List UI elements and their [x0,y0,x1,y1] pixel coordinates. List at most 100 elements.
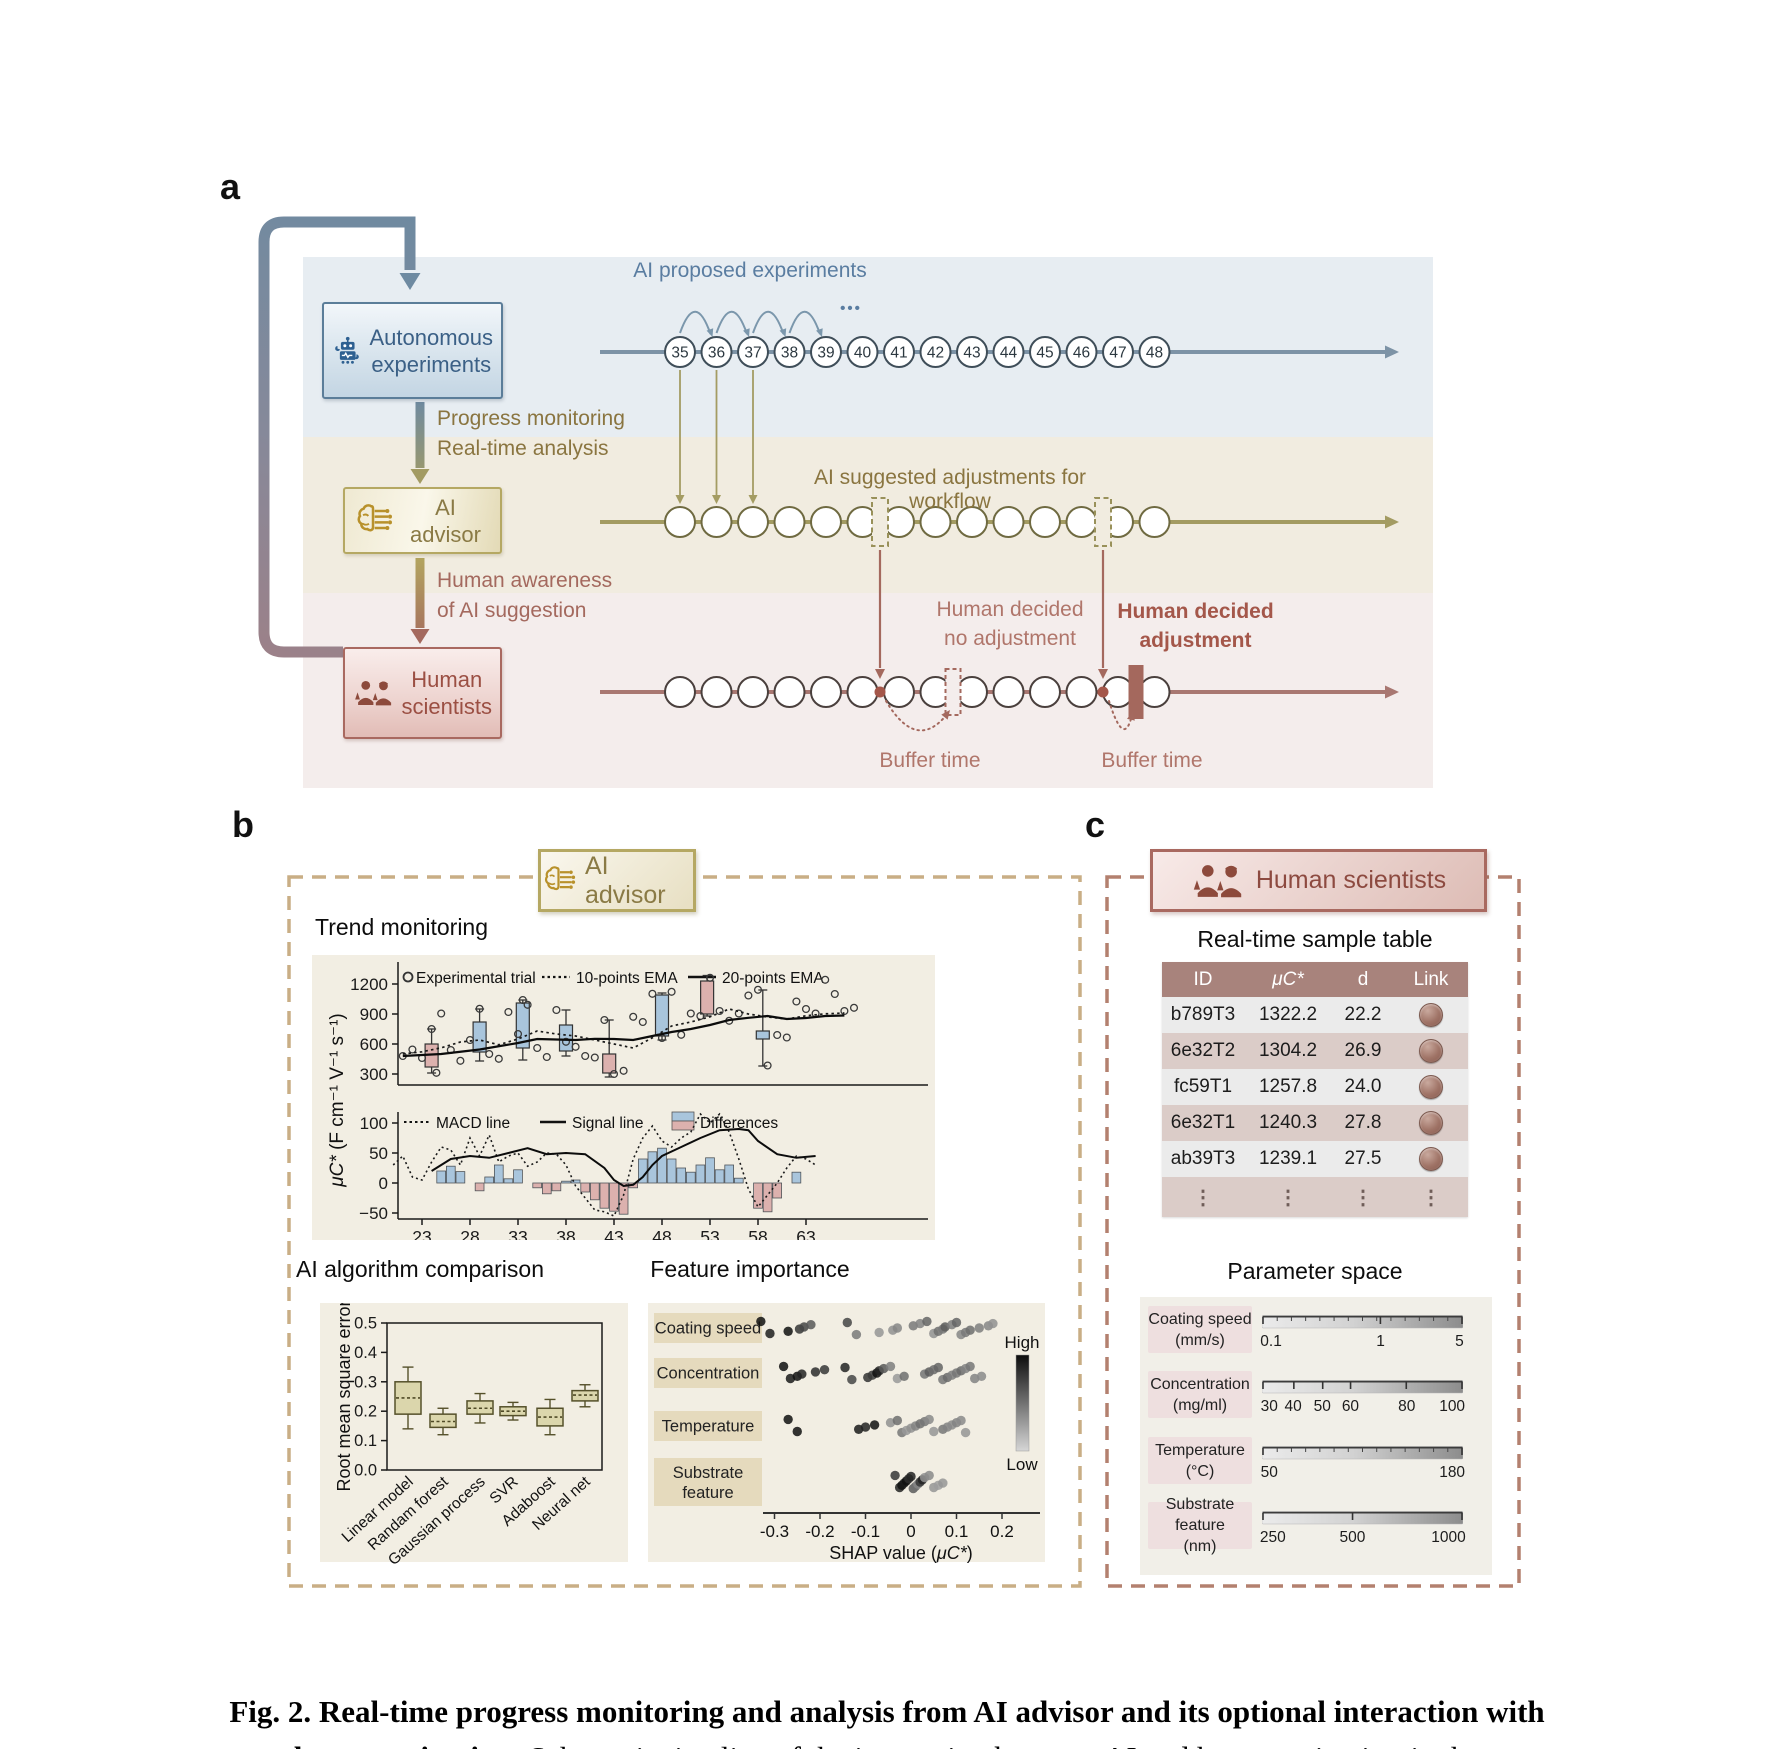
link-button[interactable] [1419,1075,1443,1099]
table-cell: b789T3 [1170,1004,1236,1025]
svg-text:63: 63 [796,1227,815,1240]
svg-text:0.3: 0.3 [354,1373,377,1391]
ruler-tick-label: 180 [1439,1464,1466,1481]
link-button[interactable] [1419,1147,1443,1171]
trend-monitoring-title: Trend monitoring [315,914,489,940]
figure-caption-line2: human scientists. Schematic timeline of … [0,1740,1774,1749]
svg-text:48: 48 [1146,345,1163,362]
svg-text:0: 0 [379,1174,388,1193]
svg-text:Concentration: Concentration [657,1365,760,1383]
parameter-label: Substrate feature(nm) [1148,1496,1252,1555]
svg-text:0.2: 0.2 [990,1522,1014,1541]
parameter-ruler [1262,1511,1463,1525]
table-link-cell [1394,1141,1468,1177]
svg-text:41: 41 [890,345,907,362]
parameter-ruler [1262,1380,1463,1394]
svg-text:45: 45 [1036,345,1053,362]
svg-text:39: 39 [817,345,834,362]
svg-text:0.1: 0.1 [945,1522,969,1541]
sample-table-title: Real-time sample table [1197,926,1433,952]
parameter-ruler [1262,1315,1463,1329]
table-link-cell [1394,1033,1468,1069]
svg-text:900: 900 [360,1005,388,1024]
ai-advisor-badge-label: AI advisor [584,851,666,909]
svg-text:600: 600 [360,1035,388,1054]
svg-text:53: 53 [700,1227,719,1240]
table-cell: 1239.1 [1258,1148,1318,1169]
table-cell: 27.8 [1344,1112,1382,1133]
table-ellipsis-cell: ⋮ [1193,1186,1213,1209]
svg-text:36: 36 [708,345,725,362]
svg-text:Experimental trial: Experimental trial [416,970,536,987]
human-scientists-box: Human scientists [343,647,502,739]
link-button[interactable] [1419,1003,1443,1027]
table-row: fc59T1 1257.8 24.0 [1162,1069,1468,1105]
svg-text:-0.2: -0.2 [805,1522,834,1541]
svg-text:37: 37 [744,345,761,362]
svg-text:Signal line: Signal line [572,1115,644,1132]
svg-text:44: 44 [1000,345,1018,362]
feature-importance-title: Feature importance [650,1256,850,1282]
scientists-icon [1193,864,1242,897]
parameter-label: Temperature(°C) [1148,1437,1252,1484]
ruler-tick-label: 60 [1341,1398,1360,1415]
svg-text:μC* (F cm⁻¹ V⁻¹ s⁻¹): μC* (F cm⁻¹ V⁻¹ s⁻¹) [327,1013,348,1187]
svg-text:48: 48 [652,1227,671,1240]
table-cell: 1257.8 [1258,1076,1318,1097]
table-cell: 6e32T1 [1170,1112,1236,1133]
caption-bold: human scientists. [294,1740,521,1749]
caption-rest: Schematic timeline of the interaction be… [521,1740,1480,1749]
table-link-cell [1394,1105,1468,1141]
table-cell: 27.5 [1344,1148,1382,1169]
svg-text:0.5: 0.5 [354,1315,377,1333]
panel-b-label: b [232,804,254,845]
human-scientists-badge: Human scientists [1150,849,1487,912]
svg-text:High: High [1005,1333,1040,1352]
table-cell: 24.0 [1344,1076,1382,1097]
panel-c-border [1105,875,1521,1588]
scientists-icon [355,680,392,706]
table-ellipsis-cell: ⋮ [1421,1186,1441,1209]
ruler-tick-label: 40 [1284,1398,1302,1415]
table-ellipsis-row: ⋮⋮⋮⋮ [1162,1177,1468,1217]
ruler-tick-label: 1 [1376,1333,1385,1350]
autonomous-experiments-box: Autonomous experiments [322,302,503,399]
link-button[interactable] [1419,1111,1443,1135]
svg-text:Differences: Differences [700,1115,778,1132]
table-cell: 1322.2 [1258,1004,1318,1025]
table-header-cell: ID [1193,968,1213,990]
ruler-tick-label: 0.1 [1260,1333,1282,1350]
table-row: 6e32T1 1240.3 27.8 [1162,1105,1468,1141]
autonomous-box-label: Autonomous experiments [369,324,493,377]
table-cell: fc59T1 [1173,1076,1233,1097]
table-cell: 1240.3 [1258,1112,1318,1133]
svg-text:50: 50 [369,1144,388,1163]
table-cell: ab39T3 [1170,1148,1236,1169]
buffer-time-label-2: Buffer time [1101,749,1203,772]
parameter-ruler [1262,1446,1463,1460]
svg-text:58: 58 [748,1227,767,1240]
table-header-cell: d [1357,968,1369,990]
table-header-cell: μC* [1272,968,1304,990]
ruler-tick-label: 5 [1455,1333,1464,1350]
svg-text:MACD line: MACD line [436,1115,510,1132]
svg-text:Root mean square error: Root mean square error [334,1303,354,1492]
svg-text:23: 23 [412,1227,431,1240]
svg-text:feature: feature [682,1484,733,1502]
feature-importance-chart: Coating speedConcentrationTemperatureSub… [648,1303,1045,1563]
svg-text:1200: 1200 [350,975,388,994]
svg-text:Temperature: Temperature [662,1418,755,1436]
link-button[interactable] [1419,1039,1443,1063]
table-link-cell [1394,1069,1468,1105]
parameter-label: Concentration(mg/ml) [1148,1371,1252,1418]
ai-advisor-box: AI advisor [343,487,502,554]
ruler-tick-label: 500 [1339,1529,1366,1546]
svg-text:38: 38 [781,345,798,362]
table-cell: 6e32T2 [1170,1040,1236,1061]
